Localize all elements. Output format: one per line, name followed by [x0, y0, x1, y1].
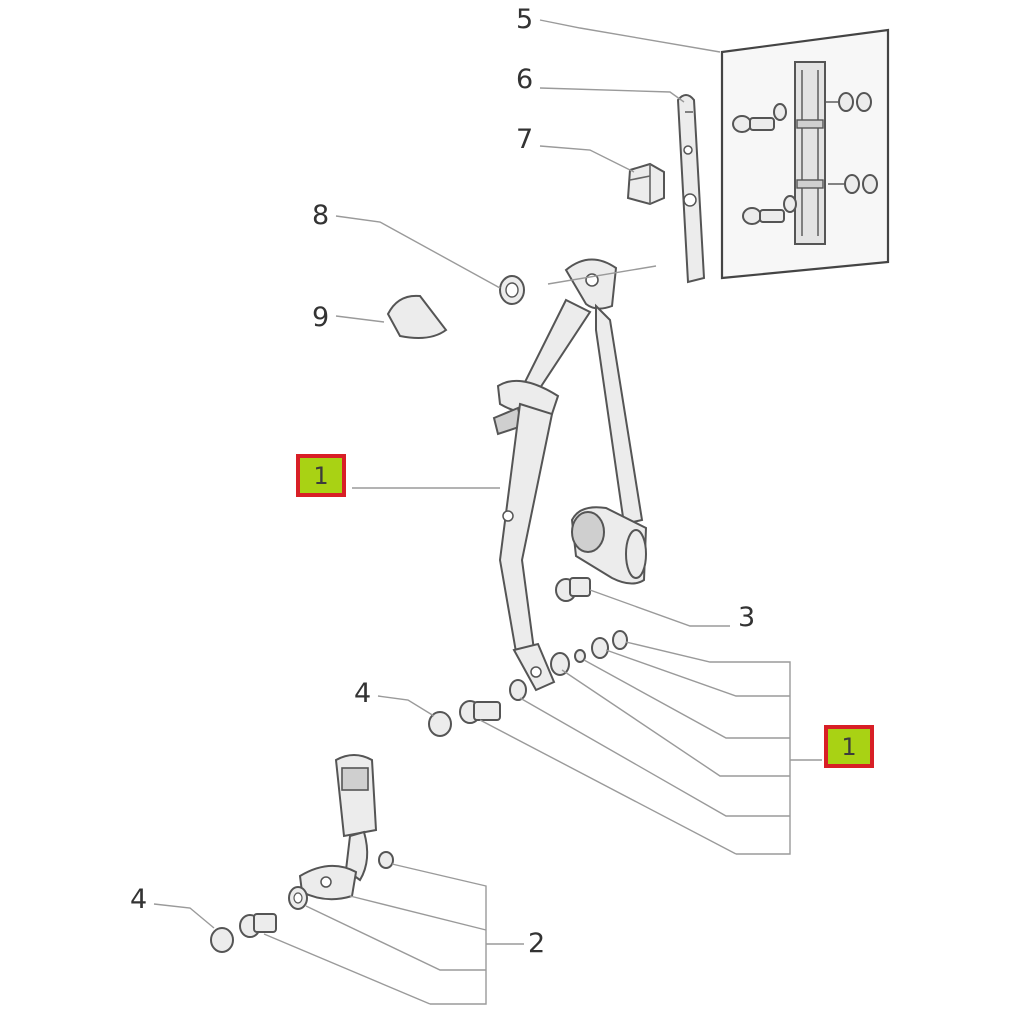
callout-5: 5	[516, 4, 533, 35]
callout-7: 7	[516, 124, 533, 155]
callout-6: 6	[516, 64, 533, 95]
part-3-retractor-bolt	[555, 577, 591, 602]
callout-labels: 5 6 7 8 9 3 4 4 2	[130, 4, 755, 959]
callout-3: 3	[738, 602, 755, 633]
part-4-cap-upper	[428, 700, 501, 737]
leader-lines	[153, 19, 822, 1005]
callout-4-lower: 4	[130, 884, 147, 915]
lower-anchor-hardware	[509, 630, 628, 701]
callout-9: 9	[312, 302, 329, 333]
part-4-cap-lower	[210, 913, 277, 953]
part-8-spacer	[499, 275, 525, 305]
callout-8: 8	[312, 200, 329, 231]
part-5-mounting-panel	[720, 28, 890, 280]
part-6-adjuster-bar	[676, 94, 706, 284]
highlighted-callout-1-right[interactable]: 1	[824, 725, 874, 768]
part-7-slider-block	[626, 162, 665, 206]
part-9-cover-cap	[386, 294, 448, 339]
callout-4-upper: 4	[354, 678, 371, 709]
highlighted-callout-1-left[interactable]: 1	[296, 454, 346, 497]
callout-2: 2	[528, 928, 545, 959]
part-1-belt-assembly	[492, 258, 648, 692]
part-2-buckle	[288, 754, 394, 910]
